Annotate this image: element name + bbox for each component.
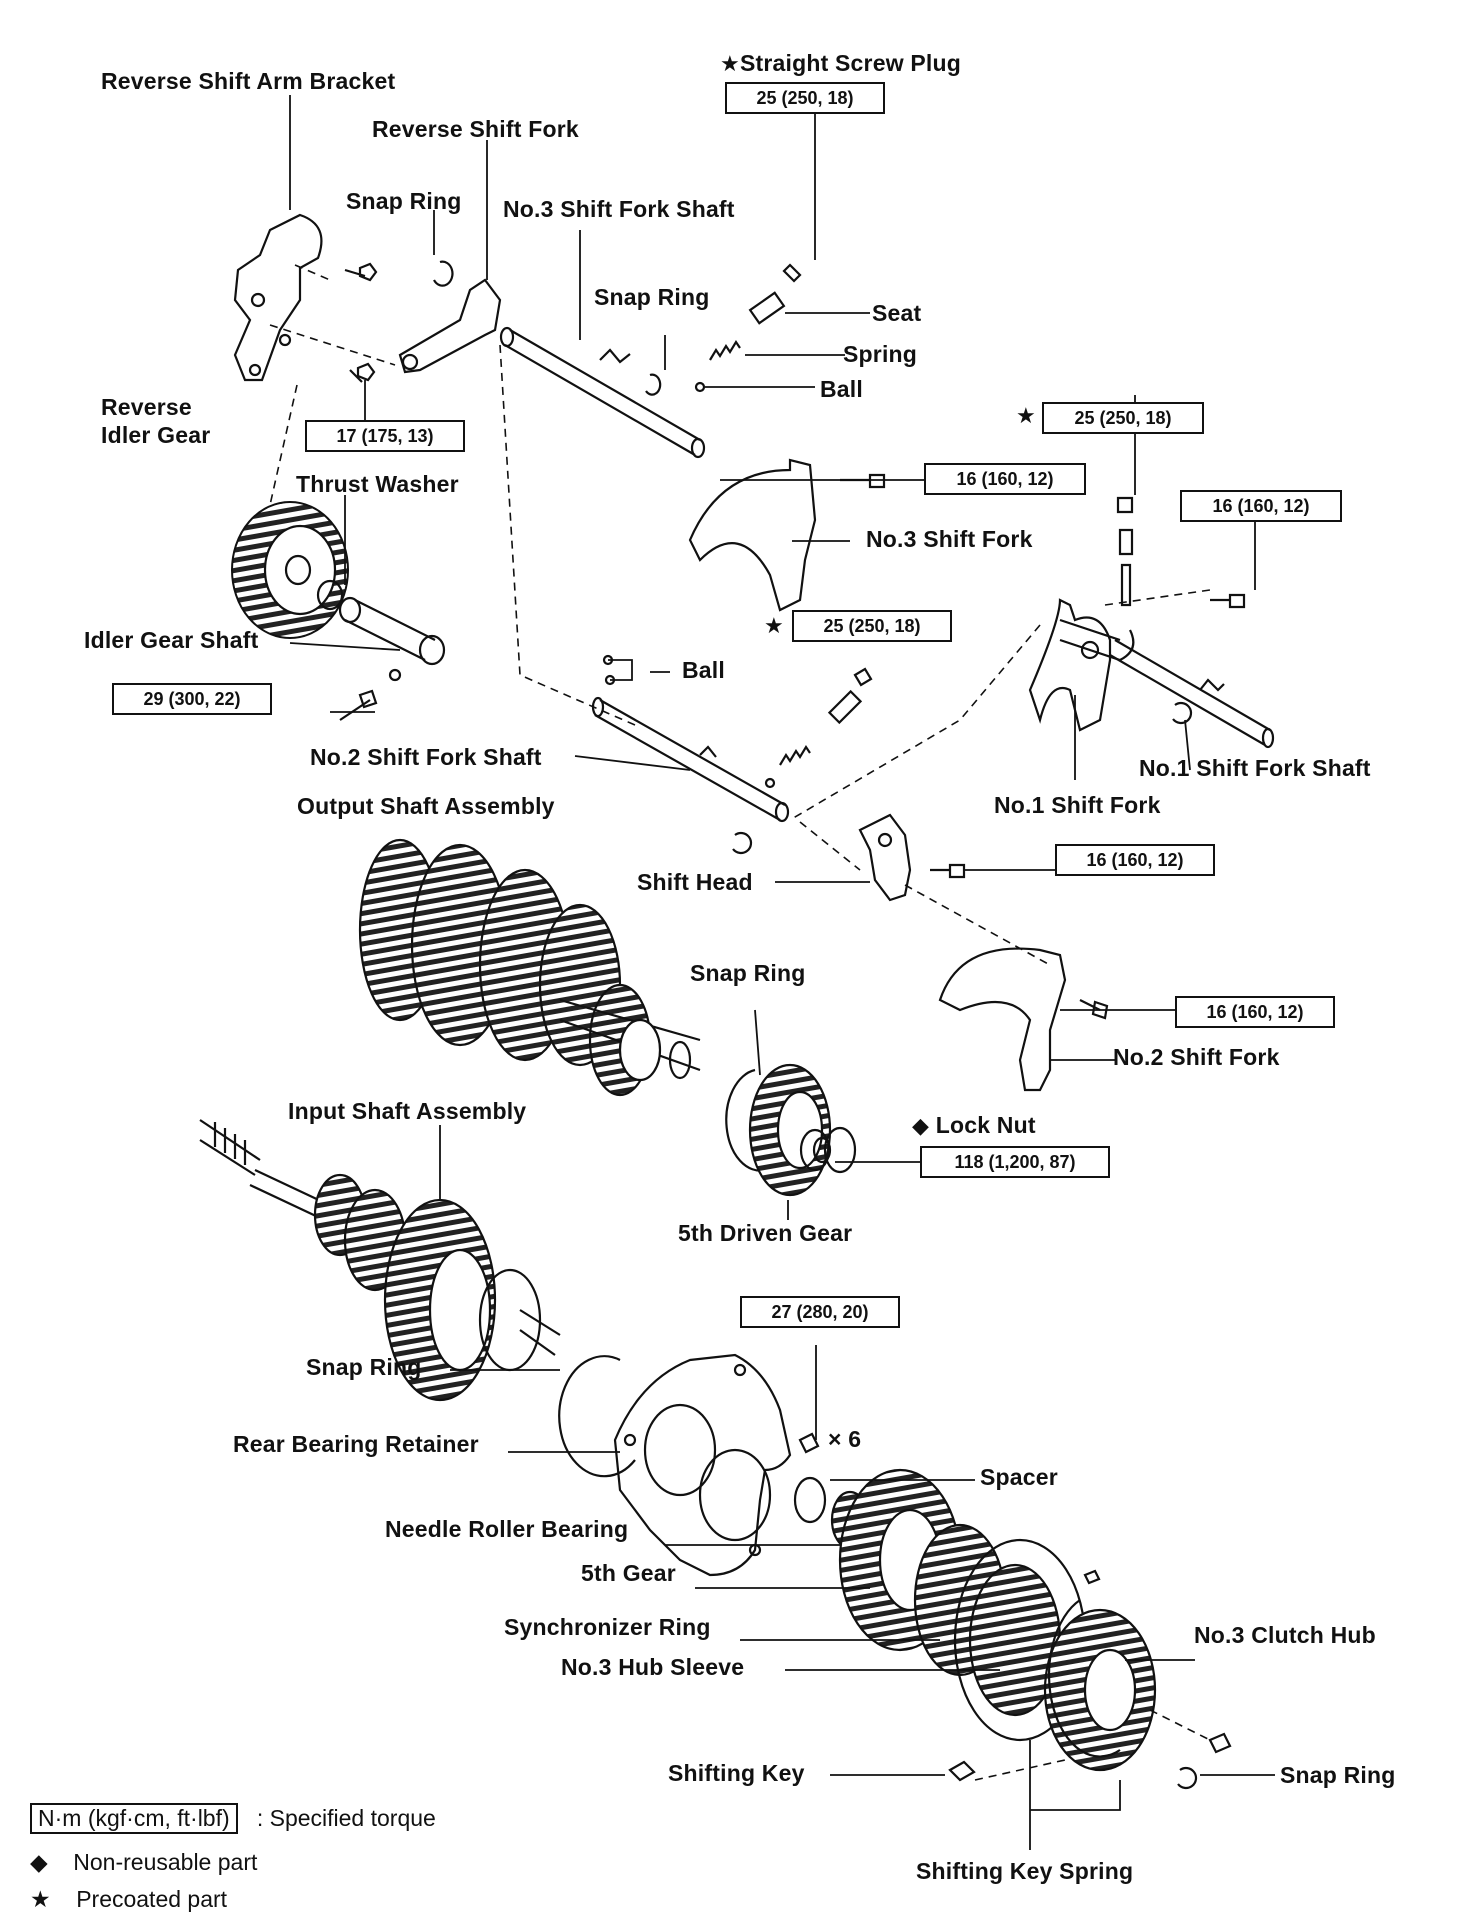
- lock-nut-label: ◆ Lock Nut: [912, 1112, 1036, 1138]
- no2-shift-fork-part: [938, 947, 1109, 1092]
- legend-torque: N·m (kgf·cm, ft·lbf) : Specified torque: [30, 1803, 436, 1834]
- torque-box: 16 (160, 12): [1175, 996, 1335, 1028]
- seat-label: Seat: [872, 300, 922, 326]
- snap-ring-label: Snap Ring: [594, 284, 710, 310]
- torque-box: 16 (160, 12): [1180, 490, 1342, 522]
- spring-label: Spring: [843, 341, 918, 367]
- input-shaft-assembly-part: [199, 1119, 561, 1402]
- no1-shift-fork-part: [1028, 598, 1135, 732]
- shifting-key-spring-label: Shifting Key Spring: [916, 1858, 1134, 1884]
- snap-ring-part: [433, 260, 454, 287]
- legend-non-reusable: ◆ Non-reusable part: [30, 1849, 258, 1875]
- output-shaft-assembly-label: Output Shaft Assembly: [297, 793, 555, 819]
- reverse-shift-fork-label: Reverse Shift Fork: [372, 116, 579, 142]
- torque-box: 25 (250, 18): [1042, 402, 1204, 434]
- legend-torque-desc: : Specified torque: [256, 1805, 436, 1831]
- fifth-driven-gear-label: 5th Driven Gear: [678, 1220, 853, 1246]
- reverse-shift-arm-bracket-part: [233, 213, 323, 382]
- reverse-shift-fork-part: [398, 278, 502, 374]
- no3-shift-fork-shaft-label: No.3 Shift Fork Shaft: [503, 196, 735, 222]
- no3-shift-fork-label: No.3 Shift Fork: [866, 526, 1033, 552]
- ball-label: Ball: [682, 657, 725, 683]
- no2-shift-fork-shaft-label: No.2 Shift Fork Shaft: [310, 744, 542, 770]
- no2-shift-fork-label: No.2 Shift Fork: [1113, 1044, 1280, 1070]
- synchronizer-ring-label: Synchronizer Ring: [504, 1614, 711, 1640]
- thrust-washer-part: [316, 579, 344, 611]
- non-reusable-diamond-icon: ◆: [912, 1113, 930, 1138]
- snap-ring-part: [725, 1068, 766, 1172]
- shift-head-part: [858, 813, 966, 902]
- snap-ring-label: Snap Ring: [690, 960, 806, 986]
- precoated-star-marker: ★: [764, 613, 784, 638]
- input-shaft-assembly-label: Input Shaft Assembly: [288, 1098, 527, 1124]
- no3-shift-fork-part: [688, 458, 886, 612]
- reverse-idler-gear-part: [231, 501, 349, 639]
- ball-label: Ball: [820, 376, 863, 402]
- no3-shift-fork-shaft-part: [499, 326, 706, 459]
- plug-seat-spring-ball: [694, 263, 802, 393]
- torque-box: 29 (300, 22): [112, 683, 272, 715]
- no3-clutch-hub-label: No.3 Clutch Hub: [1194, 1622, 1376, 1648]
- fifth-driven-gear-part: [748, 1063, 857, 1197]
- legend-precoated: ★ Precoated part: [30, 1886, 228, 1912]
- spacer-label: Spacer: [980, 1464, 1058, 1490]
- reverse-shift-arm-bracket-label: Reverse Shift Arm Bracket: [101, 68, 396, 94]
- precoated-star-icon: ★: [720, 51, 740, 76]
- snap-ring-label: Snap Ring: [346, 188, 462, 214]
- output-shaft-assembly-part: [358, 838, 701, 1097]
- torque-box: 16 (160, 12): [924, 463, 1086, 495]
- shift-head-label: Shift Head: [637, 869, 753, 895]
- torque-box: 118 (1,200, 87): [920, 1146, 1110, 1178]
- idler-gear-shaft-part: [338, 596, 446, 666]
- no1-shift-fork-label: No.1 Shift Fork: [994, 792, 1161, 818]
- fifth-gear-label: 5th Gear: [581, 1560, 676, 1586]
- snap-ring-label: Snap Ring: [306, 1354, 422, 1380]
- straight-screw-plug-label: ★Straight Screw Plug: [720, 50, 962, 76]
- torque-box: 27 (280, 20): [740, 1296, 900, 1328]
- torque-box: 17 (175, 13): [305, 420, 465, 452]
- no2-shift-fork-shaft-part: [591, 696, 790, 823]
- idler-gear-shaft-label: Idler Gear Shaft: [84, 627, 259, 653]
- lock-nut-part: [799, 1128, 832, 1172]
- reverse-idler-gear-label-line2: Idler Gear: [101, 422, 211, 448]
- star-icon: ★: [30, 1886, 51, 1912]
- thrust-washer-label: Thrust Washer: [296, 471, 459, 497]
- snap-ring-part: [558, 1355, 636, 1478]
- needle-roller-bearing-label: Needle Roller Bearing: [385, 1516, 629, 1542]
- bracket-bolt-part: [344, 262, 378, 383]
- legend-torque-unit: N·m (kgf·cm, ft·lbf): [30, 1803, 238, 1834]
- precoated-star-marker: ★: [1016, 403, 1036, 428]
- rear-bearing-retainer-label: Rear Bearing Retainer: [233, 1431, 479, 1457]
- torque-box: 25 (250, 18): [725, 82, 885, 114]
- no1-shift-fork-shaft-label: No.1 Shift Fork Shaft: [1139, 755, 1371, 781]
- no1-shift-fork-shaft-part: [1109, 639, 1275, 749]
- rear-bearing-retainer-part: [613, 1353, 792, 1577]
- no3-hub-sleeve-label: No.3 Hub Sleeve: [561, 1654, 745, 1680]
- reverse-idler-gear-label-line1: Reverse: [101, 394, 192, 420]
- shifting-key-label: Shifting Key: [668, 1760, 805, 1786]
- torque-box: 25 (250, 18): [792, 610, 952, 642]
- torque-box: 16 (160, 12): [1055, 844, 1215, 876]
- snap-ring-label: Snap Ring: [1280, 1762, 1396, 1788]
- diamond-icon: ◆: [30, 1849, 48, 1875]
- spacer-part: [793, 1476, 827, 1524]
- no3-clutch-hub-part: [1043, 1608, 1157, 1772]
- times-6-label: × 6: [828, 1426, 862, 1452]
